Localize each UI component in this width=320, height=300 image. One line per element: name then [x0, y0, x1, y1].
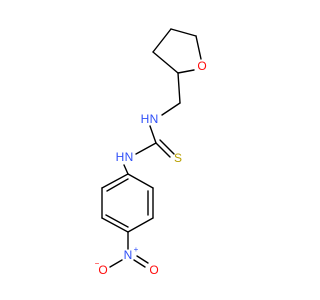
nitrogen-upper-label: N: [150, 112, 159, 126]
bond-benz-6: [101, 173, 129, 189]
bond-n-o-left: [109, 259, 123, 268]
bond-ch2-n-upper: [161, 102, 181, 116]
bond-n-upper-c: [149, 125, 157, 144]
nitro-oxygen-left-charge: −: [95, 259, 100, 268]
nitro-oxygen-left-label: O: [98, 263, 107, 277]
bond-benz-4: [101, 217, 129, 233]
bond-benz-3: [127, 217, 154, 233]
nitro-oxygen-right-label: O: [149, 263, 158, 277]
hydrogen-lower-label: H: [116, 150, 125, 164]
molecule-canvas: O N H S N H N + O − O: [94, 28, 207, 278]
bond-benz-double-3: [106, 178, 129, 192]
nitro-nitrogen-charge: +: [134, 245, 139, 254]
bond-n-lower-ring: [123, 164, 129, 175]
bond-c4-ch2: [177, 72, 181, 104]
bond-benz-1: [127, 173, 154, 189]
bond-c-n-lower: [135, 142, 157, 155]
bond-c-s-2: [159, 139, 175, 155]
oxygen-ring-label: O: [197, 59, 206, 73]
bond-thf-c2-c3: [170, 28, 197, 37]
sulfur-label: S: [174, 151, 182, 165]
bond-thf-c3-o: [195, 35, 202, 60]
bond-thf-o-c4: [177, 69, 195, 74]
bond-c-s-1: [155, 142, 171, 158]
bond-n-o-right-2: [136, 255, 149, 264]
nitrogen-lower-label: N: [125, 150, 134, 164]
bond-thf-c1-c2: [152, 28, 172, 53]
bond-benz-double-2: [105, 214, 129, 228]
bond-thf-c4-c1: [152, 51, 179, 74]
nitro-nitrogen-label: N: [124, 248, 133, 262]
molecule-structure: O N H S N H N + O − O: [95, 28, 207, 277]
hydrogen-upper-label: H: [141, 112, 150, 126]
bond-n-o-right-1: [133, 259, 146, 268]
